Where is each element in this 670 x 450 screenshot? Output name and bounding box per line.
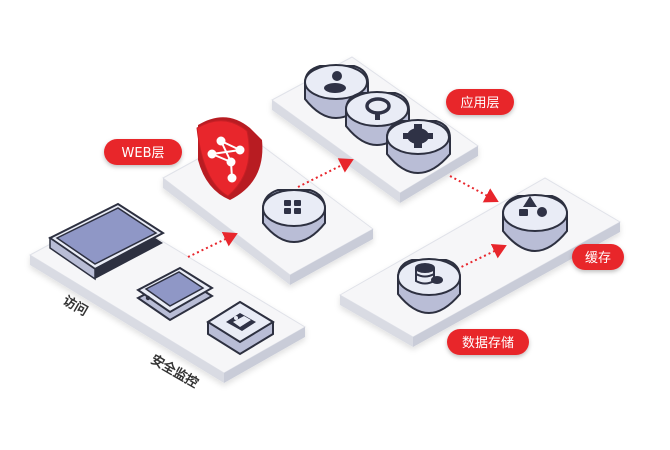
shapes-icon [519,196,547,217]
arrow-web-to-app [297,158,354,188]
cache-tile [502,194,568,253]
database-icon [415,263,443,285]
cache-tag: 缓存 [572,244,624,270]
app-layer-tag: 应用层 [446,89,514,115]
gear-tile [386,119,451,175]
web-layer-tag: WEB层 [104,139,182,165]
flow-arrows [187,158,507,270]
search-tile [345,91,410,147]
app-layer-label: 应用层 [460,95,499,111]
user-icon [324,71,346,93]
image-icon [226,313,256,331]
grid-tile [262,189,326,244]
search-icon [365,97,391,120]
tablet-icon [48,202,165,281]
cache-label: 缓存 [585,251,611,266]
image-tile [206,300,275,356]
database-tile [397,258,461,315]
data-storage-label: 数据存储 [462,336,514,351]
arrow-storage-to-cache [456,243,507,270]
phone-icon [136,266,214,322]
shield-network-icon [196,117,263,200]
gear-icon [403,124,433,148]
grid-apps-icon [284,200,301,214]
arrow-access-to-web [187,231,238,258]
web-layer-label: WEB层 [122,146,165,161]
data-storage-tag: 数据存储 [447,329,529,355]
arrow-app-to-cache [449,175,499,203]
